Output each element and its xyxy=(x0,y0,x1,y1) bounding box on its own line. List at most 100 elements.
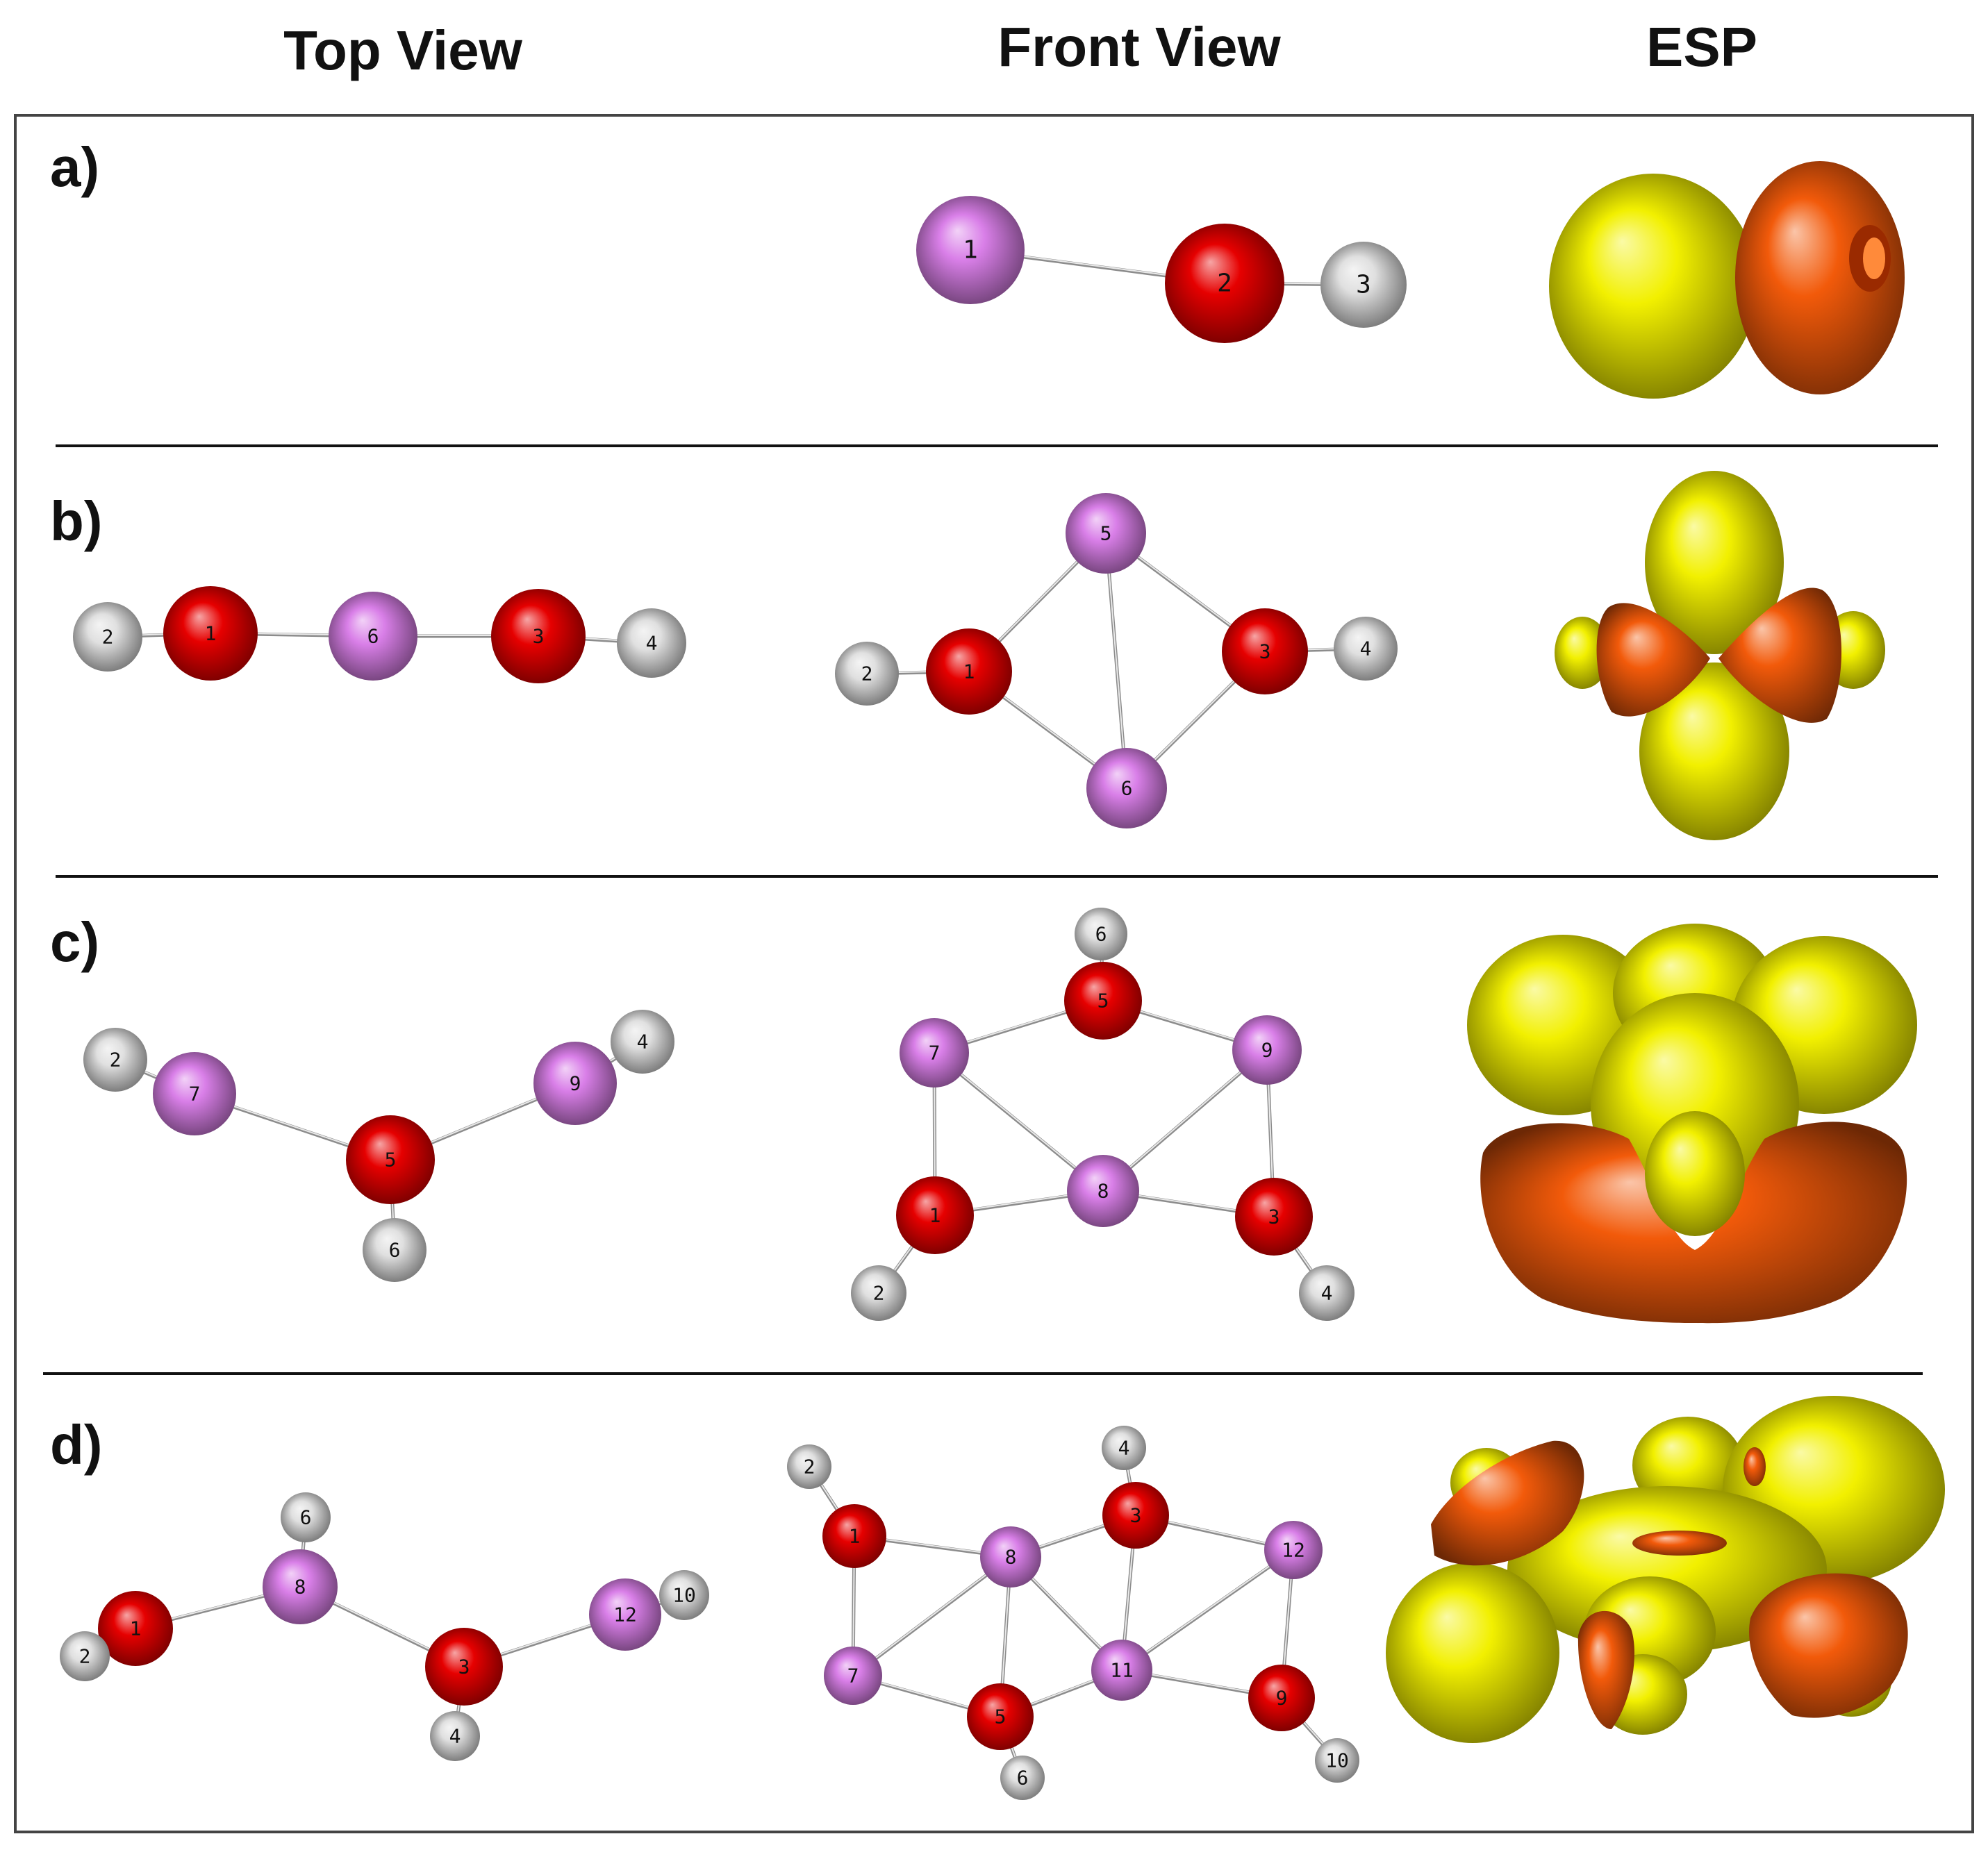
atom-number-label: 11 xyxy=(1110,1659,1134,1682)
column-title-esp: ESP xyxy=(1646,16,1757,78)
oxygen-atom xyxy=(1235,1178,1313,1256)
esp-hole-inner xyxy=(1863,238,1885,279)
esp-positive-lobe xyxy=(1639,662,1789,840)
panel-label-c: c) xyxy=(50,911,99,973)
hydrogen-atom xyxy=(851,1265,906,1321)
hydrogen-atom xyxy=(1299,1265,1355,1321)
iodine-atom xyxy=(589,1578,661,1651)
iodine-atom xyxy=(263,1549,338,1624)
hydrogen-atom xyxy=(363,1218,426,1282)
bond-highlight xyxy=(1105,532,1127,788)
iodine-atom xyxy=(1091,1640,1152,1701)
hydrogen-atom xyxy=(281,1492,331,1542)
atom-number-label: 6 xyxy=(1017,1767,1029,1790)
atom-number-label: 1 xyxy=(963,236,978,265)
panel-b-esp-surface xyxy=(1555,471,1885,840)
hydrogen-atom xyxy=(617,608,686,678)
esp-negative-lobe xyxy=(1480,1122,1907,1324)
esp-positive-lobe xyxy=(1591,993,1799,1215)
oxygen-atom xyxy=(163,586,258,681)
atom-number-label: 4 xyxy=(449,1725,461,1748)
esp-positive-lobe xyxy=(1555,617,1610,689)
atom-number-label: 10 xyxy=(1325,1749,1349,1772)
hydrogen-atom xyxy=(73,602,142,672)
atom-number-label: 12 xyxy=(613,1603,637,1626)
atom-number-label: 9 xyxy=(1261,1039,1273,1062)
atom-number-label: 2 xyxy=(804,1456,815,1478)
hydrogen-atom xyxy=(835,642,899,706)
atom-number-label: 6 xyxy=(367,625,379,648)
iodine-atom xyxy=(1066,493,1146,574)
esp-negative-lobe xyxy=(1743,1447,1766,1486)
atom-number-label: 1 xyxy=(963,660,975,683)
oxygen-atom xyxy=(967,1683,1034,1750)
atom-number-label: 2 xyxy=(873,1282,885,1305)
hydrogen-atom xyxy=(1075,908,1127,960)
hydrogen-atom xyxy=(787,1444,831,1489)
hydrogen-atom xyxy=(1320,242,1407,328)
oxygen-atom xyxy=(1064,962,1142,1040)
atom-number-label: 1 xyxy=(205,622,217,645)
hydrogen-atom xyxy=(60,1631,110,1681)
atom-number-label: 2 xyxy=(110,1049,122,1072)
atom-number-label: 6 xyxy=(389,1239,401,1262)
oxygen-atom xyxy=(425,1628,503,1706)
esp-positive-lobe xyxy=(1549,174,1757,399)
column-title-top-view: Top View xyxy=(283,19,523,81)
bond-highlight xyxy=(852,1556,1011,1676)
panel-label-d: d) xyxy=(50,1414,103,1476)
atom-number-label: 4 xyxy=(646,632,658,655)
iodine-atom xyxy=(1086,748,1167,828)
iodine-atom xyxy=(824,1647,882,1705)
hydrogen-atom xyxy=(430,1711,480,1761)
esp-positive-lobe xyxy=(1645,471,1784,654)
oxygen-atom xyxy=(926,628,1012,715)
atom-number-label: 7 xyxy=(847,1665,859,1688)
panel-d-esp-surface xyxy=(1386,1396,1945,1743)
iodine-atom xyxy=(1232,1015,1302,1085)
bond-highlight xyxy=(1121,1549,1294,1670)
iodine-atom xyxy=(900,1018,969,1088)
oxygen-atom xyxy=(896,1176,974,1254)
panel-label-b: b) xyxy=(50,490,103,552)
atom-number-label: 8 xyxy=(295,1576,306,1599)
iodine-atom xyxy=(1067,1155,1139,1227)
hydrogen-atom xyxy=(611,1010,674,1074)
atom-number-label: 2 xyxy=(79,1645,91,1668)
atom-number-label: 8 xyxy=(1097,1180,1109,1203)
atom-number-label: 6 xyxy=(300,1506,312,1529)
oxygen-atom xyxy=(1222,608,1308,694)
atom-number-label: 5 xyxy=(1097,990,1109,1012)
esp-negative-lobe xyxy=(1718,588,1842,723)
atom-number-label: 3 xyxy=(458,1656,470,1678)
atom-number-label: 5 xyxy=(995,1706,1007,1728)
esp-negative-lobe xyxy=(1632,1531,1727,1556)
esp-negative-lobe xyxy=(1431,1440,1584,1566)
atom-number-label: 4 xyxy=(1118,1437,1130,1460)
esp-positive-lobe xyxy=(1507,1486,1827,1653)
oxygen-atom xyxy=(1165,224,1284,343)
panel-c-esp-surface xyxy=(1467,924,1917,1324)
hydrogen-atom xyxy=(659,1570,709,1620)
oxygen-atom xyxy=(1102,1482,1169,1549)
oxygen-atom xyxy=(98,1591,173,1666)
atom-number-label: 7 xyxy=(189,1083,201,1106)
esp-negative-lobe xyxy=(1749,1573,1908,1718)
hydrogen-atom xyxy=(1102,1426,1146,1470)
hydrogen-atom xyxy=(1334,617,1398,681)
esp-negative-lobe xyxy=(1577,1610,1634,1729)
atom-number-label: 9 xyxy=(1276,1687,1288,1710)
atom-number-label: 3 xyxy=(533,625,545,648)
atom-number-label: 7 xyxy=(929,1042,941,1065)
panel-a-esp-surface xyxy=(1549,161,1905,399)
atom-number-label: 3 xyxy=(1130,1504,1142,1527)
column-title-front-view: Front View xyxy=(997,16,1281,78)
atom-number-label: 6 xyxy=(1095,923,1107,946)
iodine-atom xyxy=(1264,1521,1323,1579)
